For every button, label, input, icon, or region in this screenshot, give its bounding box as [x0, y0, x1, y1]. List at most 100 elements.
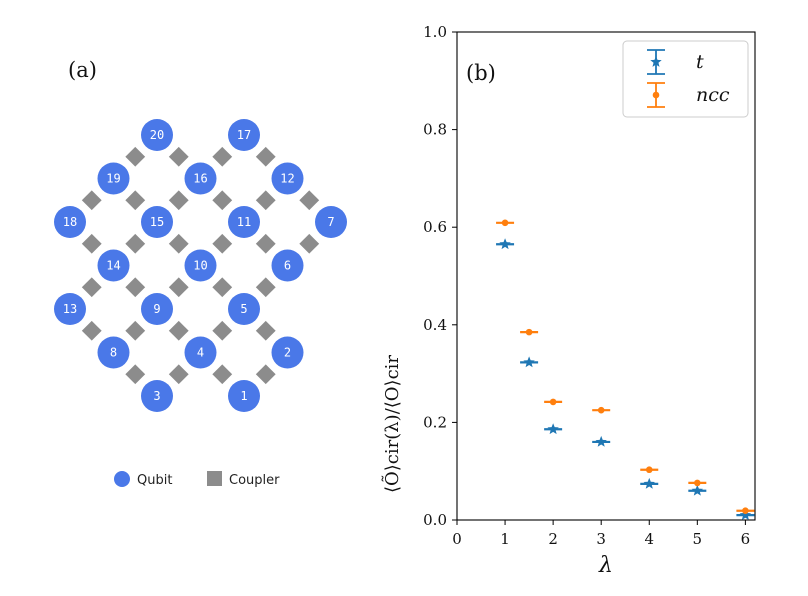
x-tick-label: 1 [500, 530, 510, 548]
x-tick-label: 3 [596, 530, 606, 548]
coupler-square [125, 146, 146, 167]
coupler-square [81, 233, 102, 254]
coupler-square [125, 277, 146, 298]
qubit-label: 17 [237, 128, 251, 142]
x-tick-label: 4 [644, 530, 654, 548]
coupler-square [255, 233, 276, 254]
qubit-label: 11 [237, 215, 251, 229]
coupler-square [255, 364, 276, 385]
qubit-label: 7 [327, 215, 334, 229]
data-point-ncc [742, 507, 749, 515]
qubit-circle [271, 249, 304, 282]
qubit-label: 18 [63, 215, 77, 229]
coupler-square [212, 364, 233, 385]
coupler-square [125, 364, 146, 385]
coupler-square [168, 190, 189, 211]
qubit-circle [97, 336, 130, 369]
qubit-label: 3 [153, 389, 160, 403]
coupler-square [212, 277, 233, 298]
data-point-t [523, 356, 535, 368]
data-point-t [691, 484, 704, 496]
qubit-circle [228, 119, 260, 151]
qubit-label: 14 [106, 259, 120, 273]
data-point-t [595, 435, 607, 447]
coupler-square [255, 320, 276, 341]
qubit-label: 16 [193, 172, 207, 186]
qubit-circle [184, 336, 217, 369]
data-point-ncc [597, 406, 605, 414]
coupler-legend-label: Coupler [229, 473, 280, 488]
qubit-label: 4 [197, 346, 204, 360]
qubit-circle [271, 336, 304, 369]
legend-label-ncc: ncc [696, 84, 730, 106]
data-point-ncc [694, 479, 701, 487]
legend-marker-ncc [652, 91, 660, 99]
y-tick-label: 0.4 [423, 316, 447, 334]
qubit-circle [54, 293, 86, 325]
y-axis-label: ⟨Õ⟩cir(λ)/⟨O⟩cir [380, 355, 403, 493]
qubit-label: 1 [240, 389, 247, 403]
chart-legend: t ncc [622, 40, 749, 118]
qubit-label: 19 [106, 172, 120, 186]
x-tick-label: 0 [452, 530, 462, 548]
coupler-square [212, 233, 233, 254]
x-tick-label: 2 [548, 530, 558, 548]
x-axis-label: λ [598, 553, 613, 578]
coupler-square [299, 233, 320, 254]
qubit-label: 5 [240, 302, 247, 316]
qubit-circle [184, 162, 217, 195]
qubit-circle [315, 206, 347, 238]
panel-b-label: (b) [466, 61, 496, 85]
coupler-square [125, 233, 146, 254]
data-point-t [739, 509, 752, 520]
qubit-circle [141, 119, 173, 151]
coupler-square [125, 320, 146, 341]
y-tick-label: 0.2 [423, 413, 447, 431]
coupler-square [255, 277, 276, 298]
qubit-circle [271, 162, 304, 195]
coupler-square [168, 320, 189, 341]
qubit-circle [97, 162, 130, 195]
coupler-square [81, 190, 102, 211]
qubit-label: 2 [284, 346, 291, 360]
coupler-square [299, 190, 320, 211]
coupler-square [168, 364, 189, 385]
qubit-legend-label: Qubit [137, 473, 172, 488]
qubit-label: 6 [284, 259, 291, 273]
coupler-square [212, 320, 233, 341]
y-tick-label: 0.0 [423, 511, 447, 529]
data-point-t [643, 477, 655, 489]
chart-marks [496, 219, 755, 520]
qubit-label: 20 [150, 128, 164, 142]
coupler-square [81, 277, 102, 298]
x-tick-label: 5 [693, 530, 703, 548]
qubit-circle [54, 206, 86, 238]
data-point-ncc [525, 328, 533, 336]
qubit-label: 8 [110, 346, 117, 360]
data-point-t [499, 238, 511, 250]
qubit-circle [228, 293, 260, 325]
legend-label-t: t [696, 51, 704, 73]
coupler-square [125, 190, 146, 211]
qubit-circle [228, 206, 260, 238]
coupler-square [81, 320, 102, 341]
qubit-circle [141, 293, 173, 325]
qubit-label: 15 [150, 215, 164, 229]
data-point-ncc [549, 398, 557, 406]
x-tick-label: 6 [741, 530, 751, 548]
coupler-square [168, 233, 189, 254]
y-tick-label: 0.6 [423, 218, 447, 236]
qubit-circle [228, 380, 260, 412]
qubit-label: 12 [280, 172, 294, 186]
plot-frame [456, 31, 756, 521]
qubit-label: 9 [153, 302, 160, 316]
qubit-label: 13 [63, 302, 77, 316]
coupler-square [212, 190, 233, 211]
coupler-group [81, 146, 320, 385]
panel-a-label: (a) [68, 58, 97, 82]
coupler-square [255, 146, 276, 167]
